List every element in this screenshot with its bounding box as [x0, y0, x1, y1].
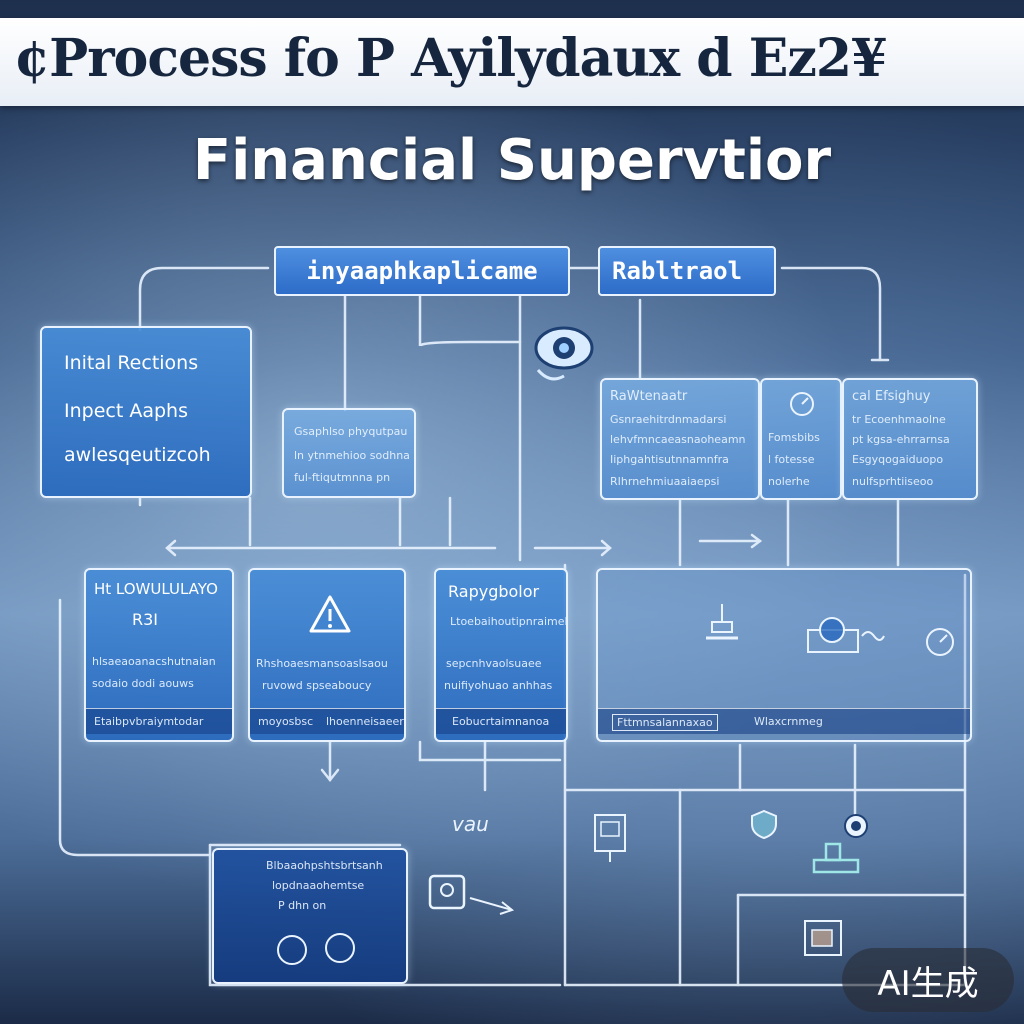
bottom-box-line-3: P dhn on [278, 899, 327, 912]
title-banner [0, 18, 1024, 106]
box-c-line-2: nuifiyohuao anhhas [444, 679, 553, 692]
right-col2-line-2: l fotesse [768, 453, 815, 466]
box-a-title: Ht LOWULULAYO [94, 580, 218, 598]
row2-box-d[interactable]: Fttmnsalannaxao Wlaxcrnmeg [596, 568, 972, 742]
page-subtitle: Financial Supervtior [192, 128, 832, 193]
right-col3-line-2: tr Ecoenhmaolne [852, 413, 946, 426]
box-a-footer: Etaibpvbraiymtodar [94, 715, 204, 728]
box-a-line-2: sodaio dodi aouws [92, 677, 194, 690]
monitor-icon [804, 920, 842, 956]
pin-icon [706, 604, 738, 640]
right-col3-line-3: pt kgsa-ehrrarnsa [852, 433, 950, 446]
person-icon [277, 933, 355, 965]
right-col1-line-5: RIhrnehmiuaaiaepsi [610, 475, 720, 488]
warning-triangle-icon [309, 595, 351, 633]
top-pill-application[interactable]: inyaaphkaplicame [274, 246, 570, 296]
middle-box-line-1: Gsaphlso phyqutpau [294, 425, 408, 438]
ai-generated-watermark: AI生成 [842, 948, 1014, 1012]
box-a-footer-strip [86, 708, 232, 734]
right-col2-line-3: nolerhe [768, 475, 810, 488]
right-col1-line-4: Iiphgahtisutnnamnfra [610, 453, 729, 466]
person-icon [812, 842, 860, 874]
right-col1-line-1: RaWtenaatr [610, 389, 688, 404]
monitor-icon [428, 874, 515, 915]
box-b-footer-1: moyosbsc [258, 715, 314, 728]
bottom-left-box[interactable]: Blbaaohpshtsbrtsanh lopdnaaohemtse P dhn… [212, 848, 408, 984]
gauge-icon [790, 392, 814, 416]
gauge-icon [926, 628, 954, 656]
gauge-icon [844, 814, 868, 838]
box-a-line-1: hlsaeaoanacshutnaian [92, 655, 216, 668]
bottom-box-line-2: lopdnaaohemtse [272, 879, 365, 892]
row2-box-b[interactable]: Rhshoaesmansoaslsaou ruvowd spseaboucy m… [248, 568, 406, 742]
right-panel-col-2[interactable]: Fomsbibs l fotesse nolerhe [760, 378, 842, 500]
eye-icon [807, 617, 885, 653]
initial-box-line-3: awlesqeutizcoh [64, 444, 211, 466]
right-col2-line-1: Fomsbibs [768, 431, 820, 444]
box-c-footer-strip [436, 708, 566, 734]
right-col3-line-4: Esgyqogaiduopo [852, 453, 944, 466]
right-col1-line-3: lehvfmncaeasnaoheamn [610, 433, 746, 446]
row2-box-a[interactable]: Ht LOWULULAYO R3I hlsaeaoanacshutnaian s… [84, 568, 234, 742]
camera-icon [534, 326, 594, 381]
box-d-footer-2: Wlaxcrnmeg [754, 715, 823, 728]
top-pill-rabltraol[interactable]: Rabltraol [598, 246, 776, 296]
box-c-title: Rapygbolor [448, 582, 540, 601]
initial-box-line-1: Inital Rections [64, 352, 199, 374]
box-b-footer-2: lhoenneisaeer [326, 715, 404, 728]
box-c-footer: Eobucrtaimnanoa [452, 715, 550, 728]
shield-icon [751, 809, 777, 840]
right-col1-line-2: Gsnraehitrdnmadarsi [610, 413, 727, 426]
right-panel-col-1[interactable]: RaWtenaatr Gsnraehitrdnmadarsi lehvfmnca… [600, 378, 760, 500]
box-d-footer-strip [598, 708, 970, 734]
box-b-line-2: ruvowd spseaboucy [262, 679, 372, 692]
box-a-sub: R3I [132, 610, 159, 629]
bottom-box-line-1: Blbaaohpshtsbrtsanh [266, 859, 383, 872]
initial-reactions-box[interactable]: Inital Rections Inpect Aaphs awlesqeutiz… [40, 326, 252, 498]
right-panel-col-3[interactable]: cal Efsighuy tr Ecoenhmaolne pt kgsa-ehr… [842, 378, 978, 500]
box-c-sub: Ltoebaihoutipnraimeh [450, 615, 568, 628]
row2-box-c[interactable]: Rapygbolor Ltoebaihoutipnraimeh sepcnhva… [434, 568, 568, 742]
middle-box-line-3: ful-ftiqutmnna pn [294, 471, 391, 484]
middle-info-box[interactable]: Gsaphlso phyqutpau ln ytnmehioo sodhna f… [282, 408, 416, 498]
box-d-footer-1: Fttmnsalannaxao [612, 714, 718, 732]
initial-box-line-2: Inpect Aaphs [64, 400, 188, 422]
monitor-icon [594, 814, 626, 862]
banner-title: ¢Process fo P Ayilydaux d Ez2¥ [14, 28, 887, 89]
bottom-scribble: vau [452, 812, 489, 836]
box-b-line-1: Rhshoaesmansoaslsaou [256, 657, 388, 670]
right-col3-line-5: nulfsprhtiiseoo [852, 475, 934, 488]
right-col3-line-1: cal Efsighuy [852, 389, 931, 404]
box-b-footer-strip [250, 708, 404, 734]
box-c-line-1: sepcnhvaolsuaee [446, 657, 542, 670]
middle-box-line-2: ln ytnmehioo sodhna [294, 449, 410, 462]
